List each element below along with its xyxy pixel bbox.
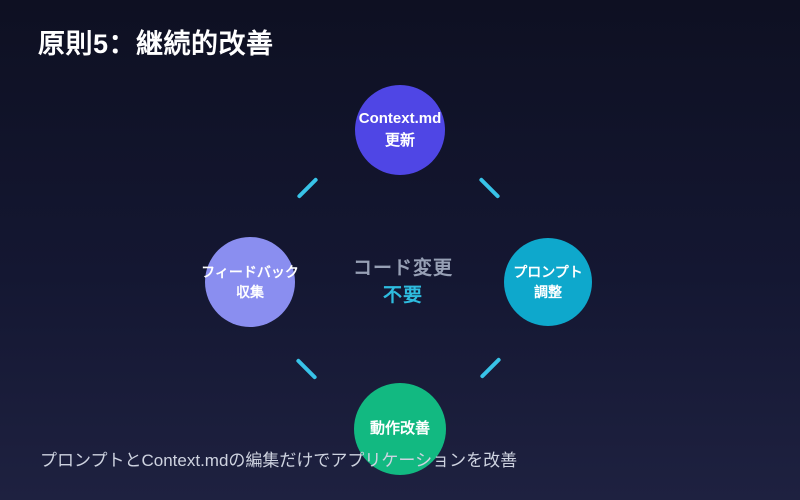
node-label-line1: プロンプト [513, 263, 583, 280]
node-label-line1: Context.md [358, 110, 442, 128]
node-behavior-improve: 動作改善 [354, 383, 446, 475]
cycle-arrow-top-to-right-icon [478, 177, 501, 199]
node-label-line2: 更新 [384, 132, 415, 149]
diagram-center-label: コード変更 不要 [303, 256, 503, 309]
node-label-line1: 動作改善 [369, 420, 430, 438]
slide-caption: プロンプトとContext.mdの編集だけでアプリケーションを改善 [40, 451, 518, 470]
node-feedback-collect: フィードバック 収集 [201, 237, 299, 327]
cycle-arrow-left-to-top-icon [296, 177, 319, 199]
node-label-line2: 調整 [534, 284, 562, 300]
cycle-arrow-bottom-to-left-icon [295, 358, 318, 380]
node-prompt-adjust: プロンプト 調整 [504, 238, 592, 326]
node-context-md-update: Context.md 更新 [355, 85, 445, 175]
slide-title: 原則5：継続的改善 [38, 29, 274, 59]
center-label-line2: 不要 [382, 284, 423, 306]
node-label-line2: 収集 [236, 284, 264, 300]
cycle-arrow-right-to-bottom-icon [479, 357, 502, 379]
center-label-line1: コード変更 [352, 258, 453, 279]
node-label-line1: フィードバック [201, 263, 299, 280]
